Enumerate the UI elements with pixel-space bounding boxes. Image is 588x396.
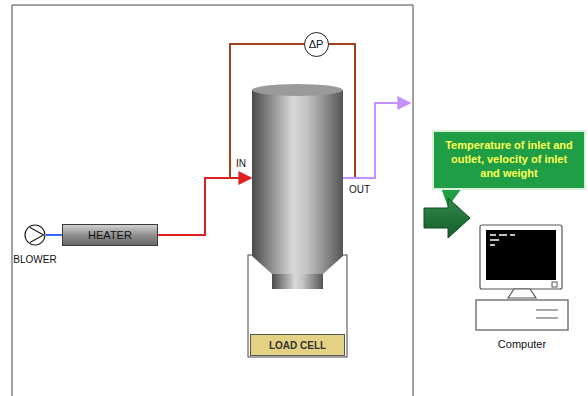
outlet-pipe [343, 103, 410, 178]
air-pipe [46, 234, 62, 236]
pipe-label: IN [236, 158, 246, 169]
inlet-pipe [158, 178, 251, 235]
blower-symbol: BLOWER [9, 224, 61, 265]
scale-housing [248, 255, 347, 357]
vessel-outlet [272, 274, 323, 289]
node-text: BLOWER [9, 254, 61, 265]
data-arrow [424, 198, 470, 238]
node-text: HEATER [88, 229, 132, 241]
node-text: LOAD CELL [269, 340, 326, 351]
blower-symbol [24, 224, 46, 246]
vessel-top [252, 84, 343, 96]
load-cell: LOAD CELL [250, 334, 345, 356]
pressure-gauge: ΔP [304, 32, 329, 57]
computer-icon: Computer [463, 222, 581, 350]
node-text: Temperature of inlet and outlet, velocit… [440, 139, 578, 180]
panel-frame [12, 5, 413, 396]
pipe-label: OUT [349, 184, 370, 195]
callout-box: Temperature of inlet and outlet, velocit… [432, 130, 586, 190]
computer-icon [470, 222, 574, 334]
node-text: ΔP [309, 38, 324, 50]
vessel-body [252, 90, 343, 256]
pressure-line [230, 44, 355, 178]
heater-box: HEATER [62, 224, 158, 246]
vessel-cone [252, 256, 343, 274]
node-text: Computer [463, 338, 581, 350]
